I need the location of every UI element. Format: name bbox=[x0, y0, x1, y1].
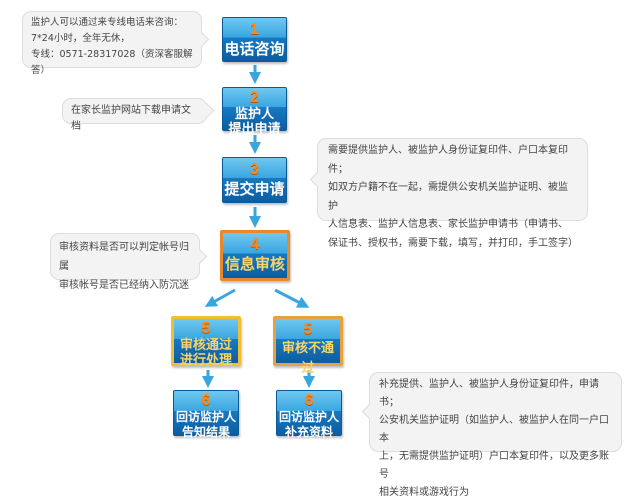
note-line: 在家长监护网站下载申请文档 bbox=[71, 105, 191, 132]
note-line: 上，无需提供监护证明）户口本复印件，以及更多账号 bbox=[379, 451, 609, 480]
note-line: 保证书、授权书，需要下载，填写，并打印，手工签字） bbox=[328, 237, 578, 249]
step-label: 进行处理 bbox=[179, 353, 232, 368]
step-number: 1 bbox=[250, 21, 259, 38]
step-3-submit-application: 3 提交申请 bbox=[222, 157, 287, 203]
note-line: 人信息表、监护人信息表、家长监护申请书（申请书、 bbox=[328, 219, 568, 230]
step-label: 提交申请 bbox=[224, 180, 285, 198]
note-line: 如双方户籍不在一起，需提供公安机关监护证明、被监护 bbox=[328, 182, 568, 212]
step-6-notify-result: 6 回访监护人 告知结果 bbox=[173, 390, 239, 439]
note-supplement: 补充提供、监护人、被监护人身份证复印件，申请书； 公安机关监护证明（如监护人、被… bbox=[369, 372, 622, 498]
step-number: 3 bbox=[250, 161, 259, 178]
arrow-4-5b bbox=[274, 288, 310, 308]
step-number: 2 bbox=[250, 89, 259, 106]
note-line: 审核帐号是否已经纳入防沉迷 bbox=[59, 280, 189, 291]
note-line: 7*24小时，全年无休， bbox=[31, 33, 130, 44]
step-label: 回访监护人 bbox=[175, 410, 236, 424]
arrow-4-5a bbox=[204, 288, 236, 307]
step-number: 5 bbox=[201, 320, 211, 337]
step-label: 提出申请 bbox=[228, 122, 281, 137]
step-label: 审核通过 bbox=[179, 338, 232, 353]
note-line: 补充提供、监护人、被监护人身份证复印件，申请书； bbox=[379, 379, 599, 408]
step-label: 电话咨询 bbox=[224, 40, 285, 58]
step-label: 告知结果 bbox=[181, 425, 230, 439]
note-phone: 监护人可以通过来专线电话来咨询： 7*24小时，全年无休， 专线：0571-28… bbox=[22, 11, 202, 76]
step-label: 回访监护人 bbox=[278, 410, 339, 424]
note-line: 监护人可以通过来专线电话来咨询： bbox=[31, 17, 184, 28]
note-review: 审核资料是否可以判定帐号归属 审核帐号是否已经纳入防沉迷 bbox=[50, 233, 200, 291]
step-5-review-failed: 5 审核不通过 bbox=[273, 316, 343, 376]
step-4-info-review: 4 信息审核 bbox=[220, 230, 290, 281]
step-number: 6 bbox=[304, 392, 314, 409]
note-line: 公安机关监护证明（如监护人、被监护人在同一户口本 bbox=[379, 415, 609, 444]
note-line: 需要提供监护人、被监护人身份证复印件、户口本复印件； bbox=[328, 145, 568, 175]
step-label: 补充资料 bbox=[284, 425, 333, 439]
step-6-supplement-info: 6 回访监护人 补充资料 bbox=[276, 390, 342, 439]
note-line: 专线：0571-28317028（资深客服解答） bbox=[31, 49, 193, 76]
step-number: 4 bbox=[250, 236, 260, 253]
note-download: 在家长监护网站下载申请文档 bbox=[62, 98, 207, 132]
step-label: 审核不通过 bbox=[281, 341, 334, 376]
step-label: 监护人 bbox=[234, 107, 274, 122]
step-5-review-passed: 5 审核通过 进行处理 bbox=[171, 316, 241, 368]
note-line: 相关资料或游戏行为 bbox=[379, 487, 469, 498]
step-number: 5 bbox=[303, 321, 313, 338]
flow-arrows bbox=[202, 65, 315, 388]
step-number: 6 bbox=[201, 392, 211, 409]
step-2-submit-request: 2 监护人 提出申请 bbox=[222, 87, 287, 137]
step-label: 信息审核 bbox=[224, 255, 285, 273]
note-line: 审核资料是否可以判定帐号归属 bbox=[59, 242, 189, 272]
note-submit: 需要提供监护人、被监护人身份证复印件、户口本复印件； 如双方户籍不在一起，需提供… bbox=[317, 138, 588, 249]
step-1-phone-consult: 1 电话咨询 bbox=[222, 17, 287, 62]
